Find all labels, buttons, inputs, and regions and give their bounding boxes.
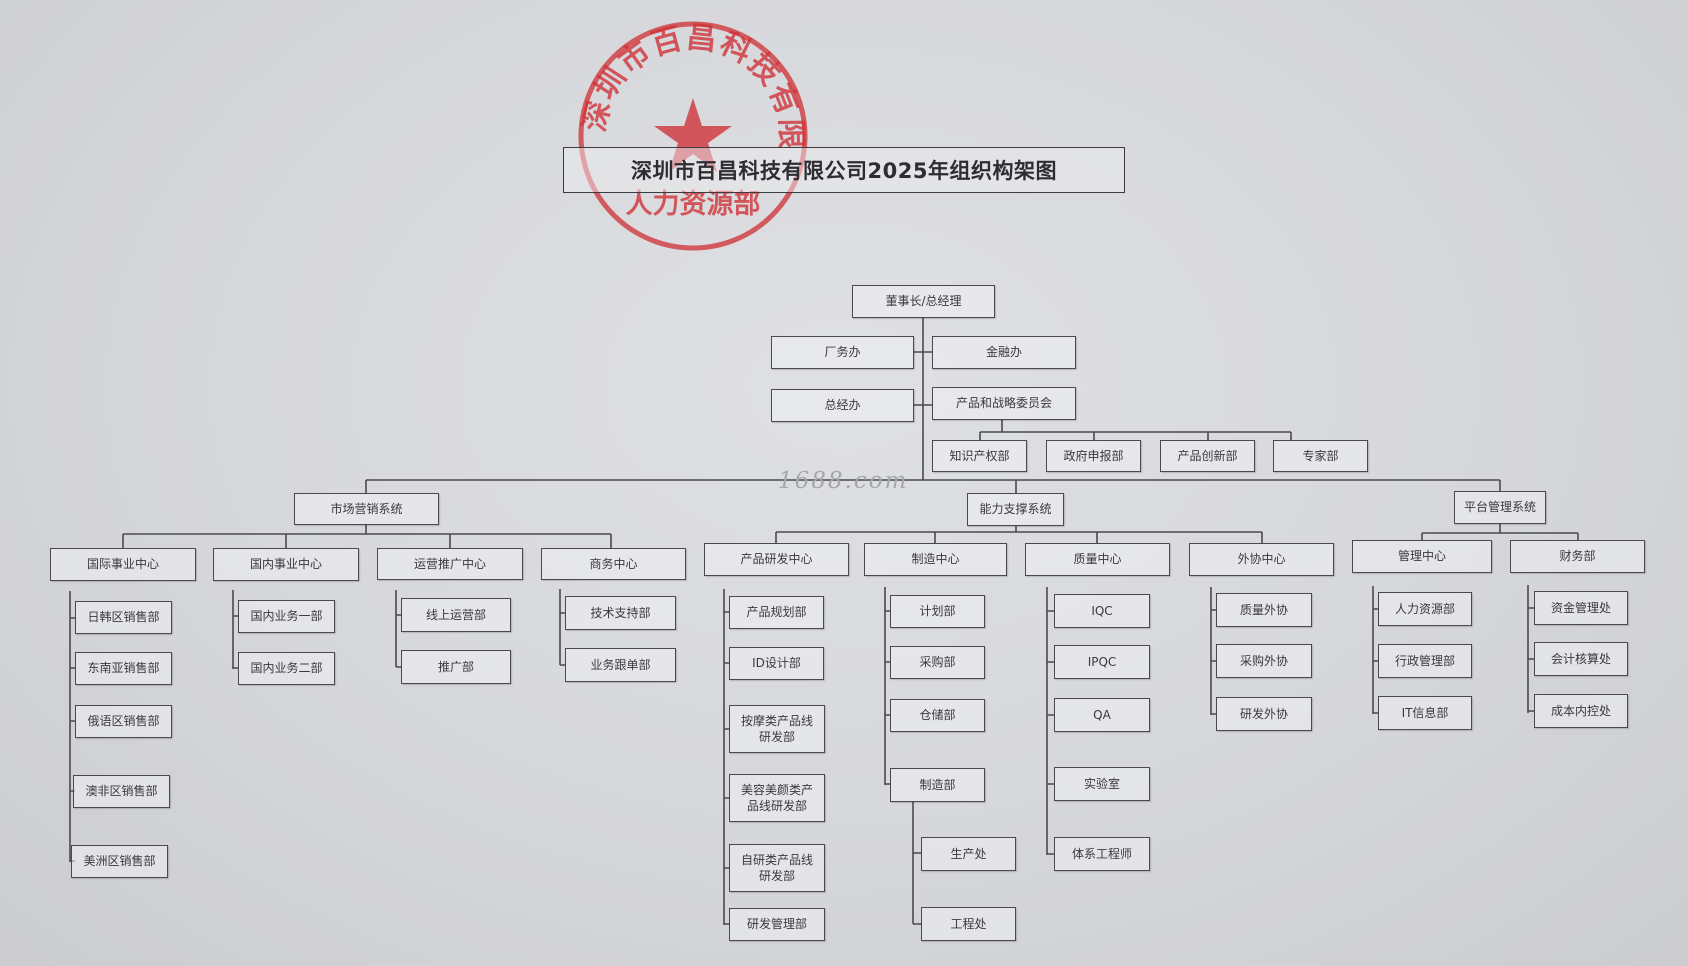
chart-title: 深圳市百昌科技有限公司2025年组织构架图 <box>563 147 1125 193</box>
node-ru-sales[interactable]: 俄语区销售部 <box>75 705 172 738</box>
node-marketing-system[interactable]: 市场营销系统 <box>294 493 439 525</box>
node-sea-sales[interactable]: 东南亚销售部 <box>75 652 172 685</box>
node-quality-center[interactable]: 质量中心 <box>1025 543 1170 576</box>
svg-text:人力资源部: 人力资源部 <box>626 188 761 220</box>
node-ops-center[interactable]: 运营推广中心 <box>377 548 523 580</box>
node-af-sales[interactable]: 澳非区销售部 <box>73 775 170 808</box>
node-mfg-dept[interactable]: 制造部 <box>890 768 985 802</box>
node-order-follow[interactable]: 业务跟单部 <box>565 648 676 682</box>
node-cost-control[interactable]: 成本内控处 <box>1534 694 1628 728</box>
node-qa[interactable]: QA <box>1054 698 1150 732</box>
node-online-ops[interactable]: 线上运营部 <box>401 598 511 632</box>
node-promo[interactable]: 推广部 <box>401 650 511 684</box>
node-production[interactable]: 生产处 <box>921 837 1016 871</box>
node-accounting[interactable]: 会计核算处 <box>1534 642 1628 676</box>
node-finance-dept[interactable]: 财务部 <box>1510 540 1645 573</box>
node-dom2[interactable]: 国内业务二部 <box>238 652 335 685</box>
node-gm-office[interactable]: 总经办 <box>771 389 914 422</box>
node-capability-system[interactable]: 能力支撑系统 <box>967 493 1064 526</box>
node-beauty-rd[interactable]: 美容美颜类产 品线研发部 <box>729 774 825 822</box>
node-purchase-out[interactable]: 采购外协 <box>1216 644 1312 678</box>
node-ipqc[interactable]: IPQC <box>1054 645 1150 679</box>
node-expert-dept[interactable]: 专家部 <box>1273 440 1368 472</box>
node-finance-office[interactable]: 金融办 <box>932 336 1076 369</box>
node-massage-rd[interactable]: 按摩类产品线 研发部 <box>729 705 825 753</box>
node-outsource-center[interactable]: 外协中心 <box>1189 543 1334 576</box>
node-warehouse-dept[interactable]: 仓储部 <box>890 699 985 732</box>
node-dom1[interactable]: 国内业务一部 <box>238 600 335 633</box>
node-mgmt-center[interactable]: 管理中心 <box>1352 540 1492 573</box>
node-ceo[interactable]: 董事长/总经理 <box>852 285 995 318</box>
node-rd-out[interactable]: 研发外协 <box>1216 697 1312 731</box>
node-product-plan[interactable]: 产品规划部 <box>729 596 824 629</box>
node-rd-mgmt[interactable]: 研发管理部 <box>729 908 825 941</box>
node-it[interactable]: IT信息部 <box>1378 696 1472 730</box>
node-am-sales[interactable]: 美洲区销售部 <box>71 845 168 878</box>
node-tech-support[interactable]: 技术支持部 <box>565 596 676 630</box>
node-gov-dept[interactable]: 政府申报部 <box>1046 440 1141 472</box>
node-lab[interactable]: 实验室 <box>1054 767 1150 801</box>
node-biz-center[interactable]: 商务中心 <box>541 548 686 580</box>
node-engineering[interactable]: 工程处 <box>921 907 1016 941</box>
node-platform-system[interactable]: 平台管理系统 <box>1454 491 1546 524</box>
node-iqc[interactable]: IQC <box>1054 594 1150 628</box>
watermark: 1688.com <box>778 468 909 494</box>
node-quality-out[interactable]: 质量外协 <box>1216 593 1312 627</box>
node-factory-office[interactable]: 厂务办 <box>771 336 914 369</box>
node-admin[interactable]: 行政管理部 <box>1378 644 1472 678</box>
company-seal-stamp: 深圳市百昌科技有限公司 人力资源部 <box>575 18 808 251</box>
node-fund-mgmt[interactable]: 资金管理处 <box>1534 591 1628 625</box>
node-ip-dept[interactable]: 知识产权部 <box>932 440 1027 472</box>
node-self-rd[interactable]: 自研类产品线 研发部 <box>729 844 825 892</box>
node-strategy-committee[interactable]: 产品和战略委员会 <box>932 387 1076 420</box>
node-intl-center[interactable]: 国际事业中心 <box>50 548 196 581</box>
node-id-design[interactable]: ID设计部 <box>729 647 824 680</box>
node-purchase-dept[interactable]: 采购部 <box>890 646 985 679</box>
node-rd-center[interactable]: 产品研发中心 <box>704 543 849 576</box>
node-domestic-center[interactable]: 国内事业中心 <box>213 548 359 581</box>
node-plan-dept[interactable]: 计划部 <box>890 595 985 628</box>
node-hr[interactable]: 人力资源部 <box>1378 592 1472 626</box>
node-innovation-dept[interactable]: 产品创新部 <box>1160 440 1255 472</box>
node-mfg-center[interactable]: 制造中心 <box>864 543 1007 576</box>
node-system-eng[interactable]: 体系工程师 <box>1054 837 1150 871</box>
node-jk-sales[interactable]: 日韩区销售部 <box>75 601 172 634</box>
